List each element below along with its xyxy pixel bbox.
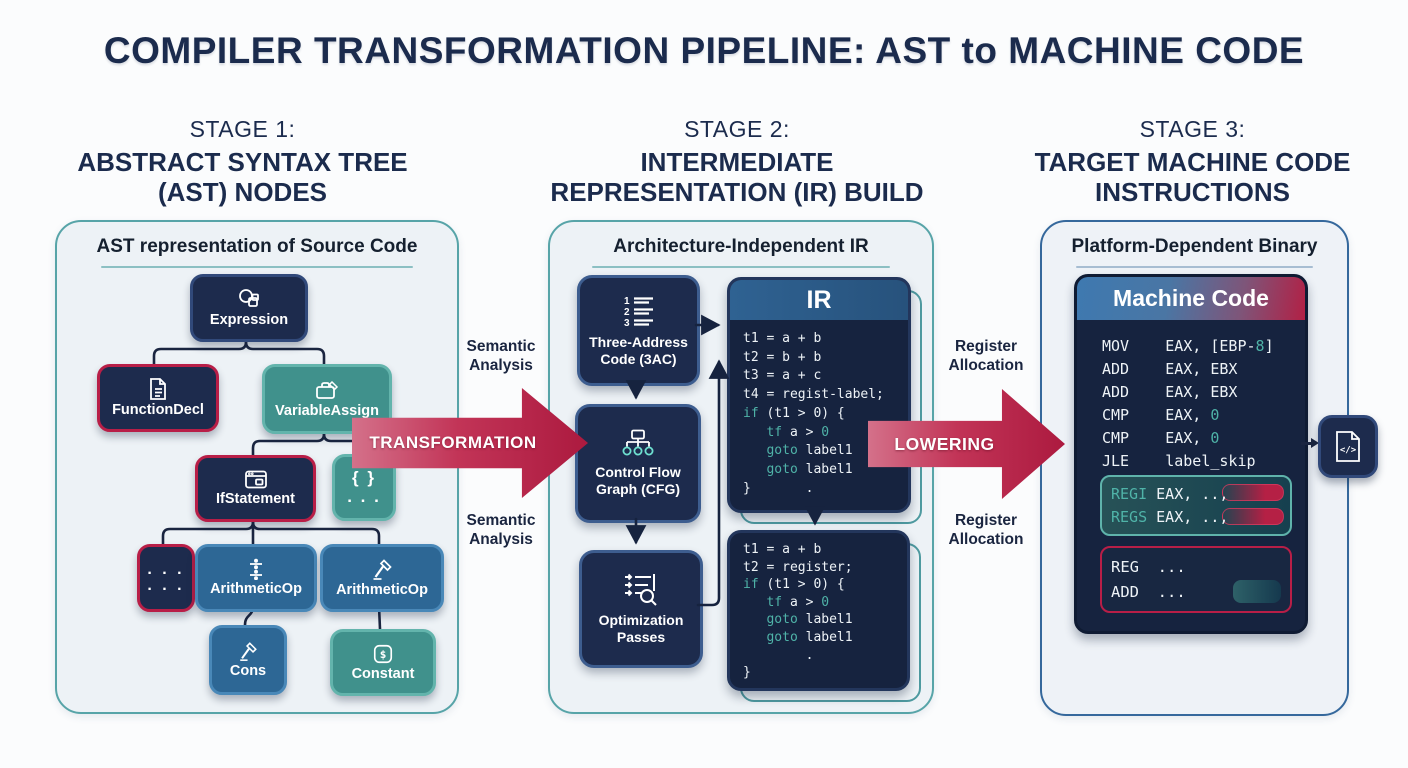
node-arithmetic-op-left: ArithmeticOp [195,544,317,612]
output-connector-arrowhead [1311,438,1319,448]
stub-box-code: REG ...ADD ... [1111,558,1186,601]
register-allocation-box: REGI EAX, ..,REGS EAX, .., [1100,475,1292,536]
semantic-analysis-label-bottom: Semantic Analysis [466,512,536,548]
machine-panel: Platform-Dependent Binary Machine Code M… [1040,220,1349,716]
braces-icon: { } . . . [347,467,381,506]
register-box-code: REGI EAX, ..,REGS EAX, .., [1111,485,1229,526]
code-file-chip: </> [1318,415,1378,478]
node-label: Cons [229,662,267,679]
document-icon [147,377,169,401]
teal-pill [1233,580,1281,603]
output-connector-line [1301,442,1314,445]
window-icon [243,469,269,490]
briefcase-pen-icon [314,379,341,402]
node-if-statement: IfStatement [195,455,316,522]
stage1-label: STAGE 1: [189,116,296,142]
stage3-label: STAGE 3: [1139,116,1246,142]
ast-panel-underline [101,266,413,268]
machine-code-panel: Machine Code MOV EAX, [EBP-8]ADD EAX, EB… [1074,274,1308,634]
node-label: VariableAssign [275,402,379,419]
svg-text:3: 3 [624,318,630,328]
machine-code-header: Machine Code [1077,277,1305,320]
control-flow-graph-box: Control Flow Graph (CFG) [575,404,701,523]
optimization-passes-box: Optimization Passes [579,550,703,668]
node-label: FunctionDecl [112,402,204,419]
register-allocation-label-bottom: Register Allocation [948,512,1024,548]
stage1-header: STAGE 1: ABSTRACT SYNTAX TREE (AST) NODE… [60,116,425,207]
ir-panel-underline [592,266,890,268]
ir-code-header: IR [730,280,908,320]
stage2-header: STAGE 2: INTERMEDIATE REPRESENTATION (IR… [537,116,937,207]
tree-icon [619,429,657,458]
page-title: COMPILER TRANSFORMATION PIPELINE: AST to… [103,30,1305,71]
dollar-icon: $ [372,643,394,665]
transformation-arrow-label: TRANSFORMATION [369,433,537,452]
lowering-arrow-label: LOWERING [894,433,995,454]
box-label: Three-Address Code (3AC) [589,333,688,367]
machine-panel-title: Platform-Dependent Binary [1071,236,1318,257]
stage3-header: STAGE 3: TARGET MACHINE CODE INSTRUCTION… [1020,116,1365,207]
optimization-list-magnifier-icon [623,572,659,607]
svg-text:1: 1 [624,296,630,307]
node-label: Constant [351,665,415,682]
node-label: Expression [209,312,289,329]
stage2-flow-arrows [625,314,826,607]
svg-text:</>: </> [1340,446,1357,456]
node-expression: Expression [190,274,308,342]
numbered-list-icon: 1 2 3 [621,294,657,328]
node-label: IfStatement [216,491,295,508]
machine-panel-underline [1075,266,1314,268]
stage1-name: ABSTRACT SYNTAX TREE (AST) NODES [77,147,408,208]
stage2-label: STAGE 2: [684,116,790,142]
box-label: Control Flow Graph (CFG) [595,464,681,497]
stub-instructions-box: REG ...ADD ... [1100,546,1292,613]
node-label: ArithmeticOp [336,581,428,598]
register-allocation-label-top: Register Allocation [948,338,1024,374]
node-arithmetic-op-right: ArithmeticOp [320,544,444,612]
semantic-analysis-label-top: Semantic Analysis [466,338,536,374]
gavel-icon [370,558,394,581]
node-label: ArithmeticOp [210,581,302,598]
node-function-decl: FunctionDecl [97,364,219,432]
svg-text:$: $ [380,648,387,661]
stage3-name: TARGET MACHINE CODE INSTRUCTIONS [1034,147,1351,208]
highlight-pill [1222,508,1284,525]
divide-icon [245,558,267,581]
highlight-pill [1222,484,1284,501]
stage2-name: INTERMEDIATE REPRESENTATION (IR) BUILD [550,147,924,208]
code-file-icon: </> [1334,430,1362,463]
ir-panel-title: Architecture-Independent IR [613,236,869,257]
ellipsis-icon: . . . . . . [147,561,185,594]
gavel-icon [237,641,259,662]
node-cons: Cons [209,625,287,695]
box-label: Optimization Passes [598,612,684,645]
svg-text:2: 2 [624,307,630,318]
ast-panel-title: AST representation of Source Code [96,236,418,257]
node-constant: $ Constant [330,629,436,696]
node-ellipsis: . . . . . . [137,544,195,612]
shapes-icon [236,287,262,311]
